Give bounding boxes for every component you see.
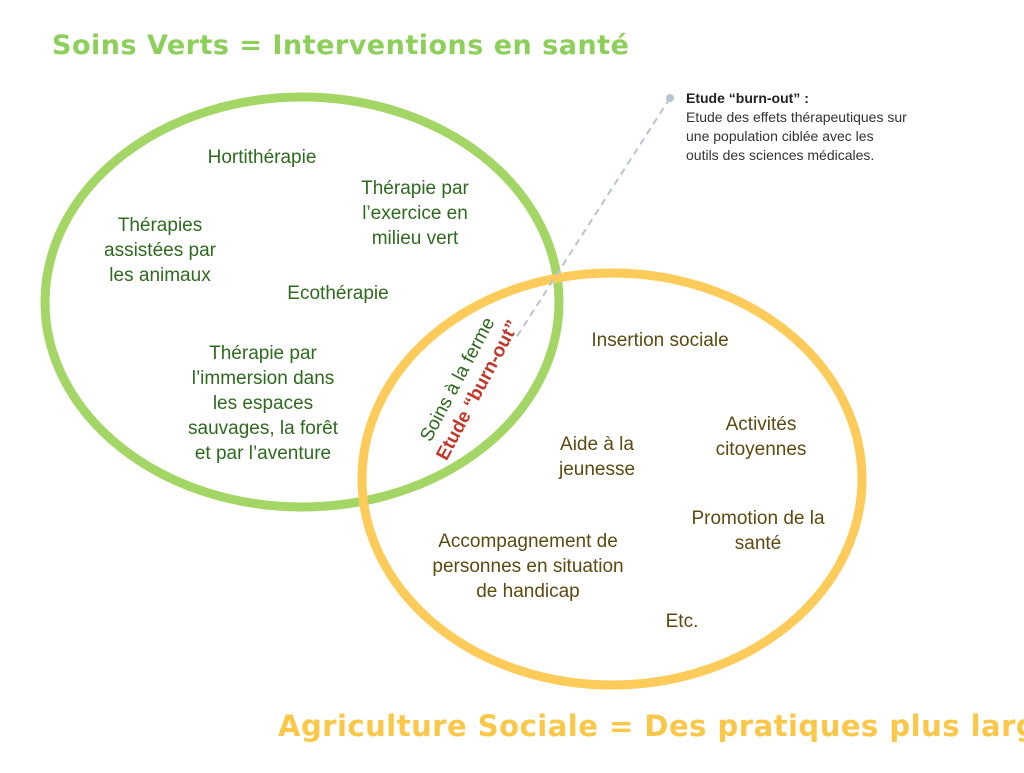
label-therapie-exercice: Thérapie par l’exercice en milieu vert [361,178,469,249]
agriculture-sociale-title: Agriculture Sociale = Des pratiques plus… [278,709,1024,743]
annotation-dot [666,94,674,102]
label-therapies-animaux: Thérapies assistées par les animaux [104,215,216,286]
soins-verts-title: Soins Verts = Interventions en santé [52,30,630,61]
orange-circle [357,268,867,690]
label-etc: Etc. [665,611,699,632]
label-insertion-sociale: Insertion sociale [591,330,729,351]
label-hortitherapie: Hortithérapie [207,147,317,168]
annotation-description: Etude des effets thérapeutiques sur une … [686,109,907,163]
annotation-box: Etude “burn-out” : Etude des effets thér… [686,89,956,165]
annotation-title: Etude “burn-out” : [686,90,809,106]
label-ecotherapie: Ecothérapie [287,283,389,304]
label-activites-citoyennes: Activités citoyennes [715,414,807,460]
label-promotion-sante: Promotion de la santé [691,508,825,554]
label-therapie-immersion: Thérapie par l’immersion dans les espace… [188,343,338,464]
label-aide-jeunesse: Aide à la jeunesse [558,434,636,480]
label-accompagnement-handicap: Accompagnement de personnes en situation… [432,531,624,602]
green-circle [40,92,564,512]
